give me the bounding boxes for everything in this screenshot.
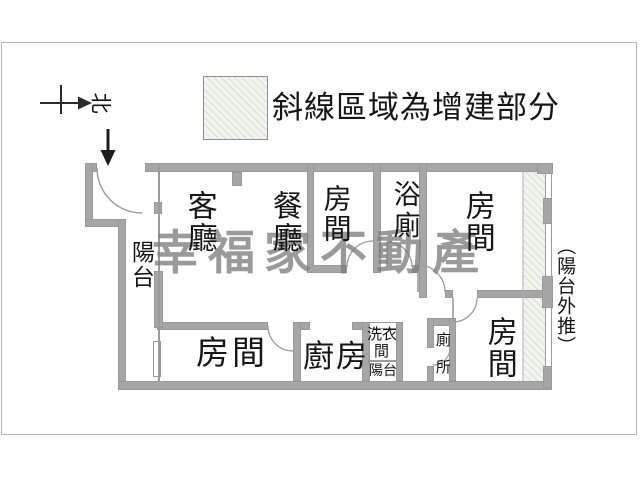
wall-top bbox=[145, 163, 553, 172]
wall-left-upper bbox=[85, 163, 93, 227]
wall-kitchen-top-right bbox=[352, 322, 370, 330]
extension-strip-top bbox=[523, 172, 546, 290]
wall-laundry-right bbox=[396, 322, 403, 381]
room-label-laundry-line1: 洗衣 bbox=[367, 325, 398, 343]
wall-left-lower bbox=[118, 219, 126, 390]
wall-balcony-stub bbox=[154, 202, 162, 214]
room-label-bedroom-top-middle: 房間 bbox=[319, 184, 353, 244]
wall-c-mid bbox=[445, 290, 453, 298]
room-label-laundry-balcony: 陽台 bbox=[369, 363, 397, 379]
wall-pillar-stub bbox=[232, 172, 242, 186]
window-right-2 bbox=[542, 276, 553, 308]
room-label-bedroom-bottom-left: 房間 bbox=[196, 333, 268, 372]
room-label-kitchen: 廚房 bbox=[303, 339, 369, 375]
wall-toilet-top bbox=[427, 318, 456, 326]
wall-bedroom1-left bbox=[307, 163, 314, 268]
wall-bedroom3-top bbox=[157, 322, 268, 330]
window-laundry bbox=[369, 322, 397, 329]
balcony-pushout-note: （陽台外推） bbox=[554, 236, 577, 356]
window-balcony bbox=[153, 341, 161, 377]
room-label-bedroom-top-right: 房間 bbox=[459, 190, 495, 254]
window-right-3 bbox=[543, 366, 552, 388]
room-label-laundry-line2: 間 bbox=[374, 342, 390, 360]
wall-toilet-left-lower bbox=[427, 366, 434, 381]
room-label-living: 客廳 bbox=[181, 190, 217, 254]
extension-strip-bottom bbox=[523, 298, 546, 381]
wall-hall-a bbox=[307, 265, 347, 273]
room-label-balcony: 陽台 bbox=[127, 240, 154, 290]
window-right-1 bbox=[543, 198, 552, 224]
wall-bedroom1-bath bbox=[373, 163, 381, 273]
wall-left-jog bbox=[85, 219, 126, 227]
legend-hatch-swatch bbox=[203, 76, 268, 140]
north-label: 北 bbox=[88, 92, 113, 114]
room-label-toilet: 廁所 bbox=[433, 332, 452, 386]
legend-text: 斜線區域為增建部分 bbox=[272, 90, 560, 126]
wall-kitchen-top-left bbox=[293, 322, 310, 330]
wall-toilet-right bbox=[449, 318, 456, 381]
room-label-bedroom-bottom-right: 房間 bbox=[481, 316, 517, 380]
wall-bath-bedroom2 bbox=[419, 163, 427, 298]
room-label-dining: 餐廳 bbox=[266, 190, 302, 254]
wall-kitchen-laundry bbox=[362, 322, 370, 381]
wall-c-right bbox=[477, 290, 552, 298]
wall-toilet-left-upper bbox=[427, 318, 434, 348]
wall-kitchen-left bbox=[293, 322, 301, 381]
room-label-bathroom: 浴廁 bbox=[388, 180, 420, 242]
wall-bottom bbox=[118, 381, 552, 390]
wall-corner-top-right bbox=[537, 163, 553, 174]
